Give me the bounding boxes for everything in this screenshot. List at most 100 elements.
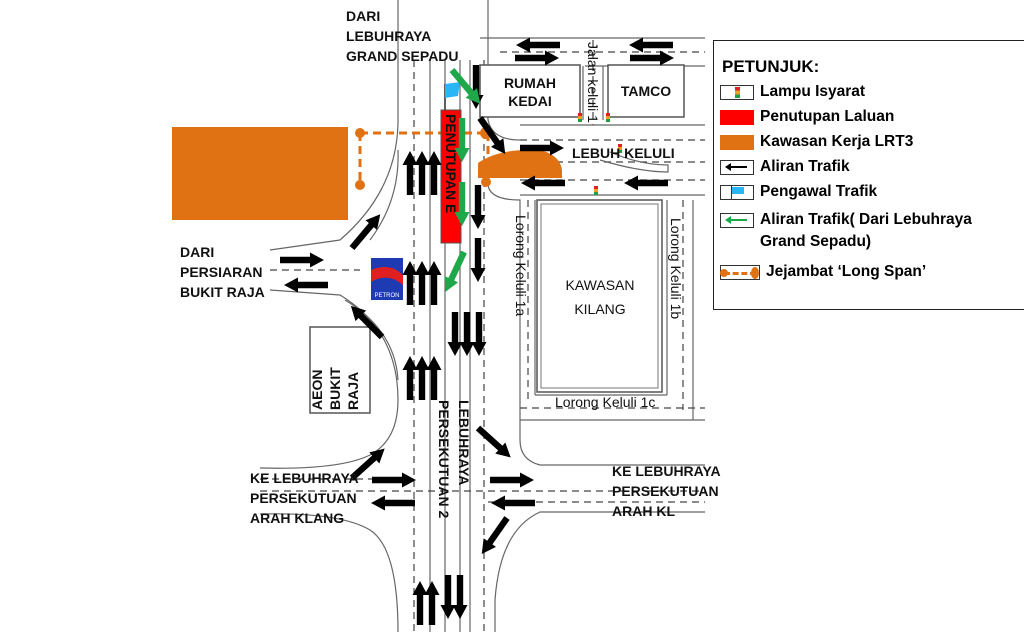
- petron-station-logo: PETRON: [371, 258, 403, 300]
- legend-label: Penutupan Laluan: [760, 108, 895, 125]
- petron-label: PETRON: [374, 293, 399, 299]
- traffic-light-icon: [578, 119, 582, 122]
- aeon-label-3: RAJA: [345, 372, 361, 410]
- traffic-arrow-icon: [490, 472, 534, 488]
- rumah-kedai-label-2: KEDAI: [508, 93, 552, 109]
- traffic-arrow-icon: [424, 581, 440, 625]
- legend-item-work-area: Kawasan Kerja LRT3: [720, 133, 913, 151]
- bridge-icon: [720, 264, 760, 280]
- label-line: PERSEKUTUAN 2: [436, 400, 452, 518]
- legend-label: Lampu Isyarat: [760, 83, 866, 100]
- lrt3-work-area-junction: [478, 149, 562, 178]
- traffic-light-icon: [606, 119, 610, 122]
- legend-label: Kawasan Kerja LRT3: [760, 133, 914, 150]
- legend-label: Aliran Trafik: [760, 158, 850, 175]
- legend: PETUNJUK: Lampu Isyarat Penutupan Laluan…: [713, 40, 1024, 310]
- traffic-light-icon: [606, 113, 610, 116]
- green-traffic-arrow-icon: [438, 248, 471, 296]
- work-area-swatch: [720, 134, 754, 150]
- rumah-kedai-label-1: RUMAH: [504, 75, 556, 91]
- traffic-lights: [578, 113, 622, 195]
- aeon-label-2: BUKIT: [327, 367, 343, 410]
- label-line: DARI: [346, 8, 380, 24]
- traffic-arrow-icon: [452, 575, 468, 619]
- legend-label: Grand Sepadu): [760, 233, 872, 250]
- black-arrow-icon: [720, 159, 754, 175]
- traffic-arrow-icon: [470, 185, 486, 229]
- flag-icon: [720, 184, 754, 200]
- long-span-bridge: [358, 131, 490, 185]
- label-jalan-keluli-1: Jalan keluli 1: [585, 42, 601, 123]
- traffic-arrow-icon: [280, 252, 324, 268]
- legend-label: Aliran Trafik( Dari Lebuhraya: [760, 211, 972, 228]
- label-lorong-1b: Lorong Keluli 1b: [668, 218, 684, 319]
- traffic-arrow-icon: [346, 209, 387, 253]
- traffic-light-icon: [606, 116, 610, 119]
- label-from-grand-sepadu: DARI LEBUHRAYA GRAND SEPADU: [346, 8, 459, 64]
- traffic-arrow-icon: [402, 261, 418, 305]
- traffic-light-icon: [618, 144, 622, 147]
- legend-item-marshal: Pengawal Trafik: [720, 183, 877, 201]
- traffic-light-icon: [594, 189, 598, 192]
- traffic-arrow-icon: [515, 50, 559, 66]
- label-line: KE LEBUHRAYA: [612, 463, 721, 479]
- kilang-label-1: KAWASAN: [566, 277, 635, 293]
- traffic-arrow-icon: [426, 151, 442, 195]
- traffic-arrow-icon: [630, 50, 674, 66]
- label-line: PERSEKUTUAN: [612, 483, 719, 499]
- label-line: LEBUHRAYA: [346, 28, 431, 44]
- traffic-arrow-icon: [414, 356, 430, 400]
- label-line: GRAND SEPADU: [346, 48, 459, 64]
- traffic-marshal-flag-icon: [444, 82, 460, 110]
- label-line: ARAH KL: [612, 503, 675, 519]
- traffic-light-icon: [720, 84, 754, 100]
- traffic-arrow-icon: [459, 312, 475, 356]
- label-highway: LEBUHRAYA PERSEKUTUAN 2: [436, 400, 472, 518]
- building-aeon-bukit-raja: [309, 326, 371, 414]
- traffic-arrow-icon: [414, 151, 430, 195]
- traffic-arrow-icon: [426, 356, 442, 400]
- kilang-label-2: KILANG: [574, 301, 625, 317]
- legend-item-traffic-light: Lampu Isyarat: [720, 83, 865, 101]
- traffic-arrow-icon: [473, 113, 512, 159]
- traffic-arrow-icon: [516, 37, 560, 53]
- traffic-arrow-icon: [491, 495, 535, 511]
- label-to-klang: KE LEBUHRAYA PERSEKUTUAN ARAH KLANG: [250, 470, 359, 526]
- tamco-label: TAMCO: [621, 83, 671, 99]
- building-rumah-kedai: [479, 64, 581, 118]
- traffic-arrow-icon: [414, 261, 430, 305]
- traffic-arrow-icon: [402, 356, 418, 400]
- legend-item-bridge: Jejambat ‘Long Span’: [720, 263, 926, 281]
- traffic-light-icon: [578, 116, 582, 119]
- traffic-arrow-icon: [412, 581, 428, 625]
- traffic-light-icon: [594, 192, 598, 195]
- legend-item-traffic-flow: Aliran Trafik: [720, 158, 850, 176]
- building-kawasan-kilang: [536, 199, 663, 393]
- building-tamco: [607, 64, 685, 118]
- lrt3-work-area: [172, 127, 348, 220]
- label-lebuh-keluli: LEBUH KELULI: [572, 145, 675, 161]
- label-line: LEBUHRAYA: [456, 400, 472, 485]
- legend-title: PETUNJUK:: [722, 57, 820, 76]
- aeon-label-1: AEON: [309, 370, 325, 410]
- traffic-arrow-icon: [402, 151, 418, 195]
- traffic-light-icon: [578, 113, 582, 116]
- label-line: KE LEBUHRAYA: [250, 470, 359, 486]
- label-to-kl: KE LEBUHRAYA PERSEKUTUAN ARAH KL: [612, 463, 721, 519]
- traffic-arrow-icon: [472, 422, 516, 464]
- road-closure-penutupan-e: [440, 109, 462, 244]
- traffic-arrow-icon: [284, 277, 328, 293]
- traffic-arrow-icon: [475, 513, 514, 559]
- traffic-light-icon: [618, 147, 622, 150]
- road-closure-swatch: [720, 109, 754, 125]
- traffic-arrow-icon: [629, 37, 673, 53]
- closure-label: PENUTUPAN E: [443, 114, 459, 213]
- label-line: ARAH KLANG: [250, 510, 344, 526]
- label-line: PERSIARAN: [180, 264, 262, 280]
- label-line: BUKIT RAJA: [180, 284, 265, 300]
- traffic-light-icon: [618, 150, 622, 153]
- label-lorong-1a: Lorong Keluli 1a: [513, 215, 529, 316]
- traffic-arrow-icon: [440, 575, 456, 619]
